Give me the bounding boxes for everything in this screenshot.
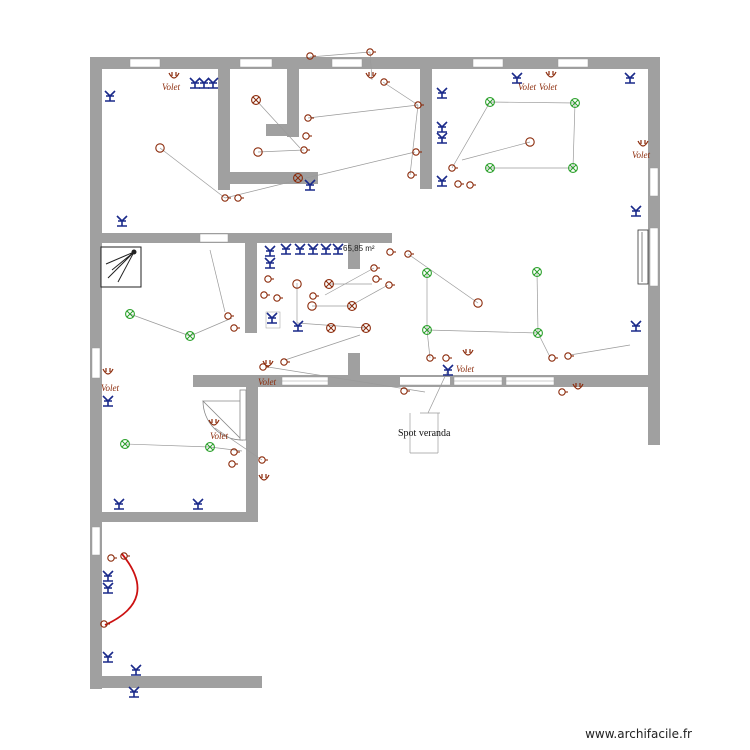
- outlet-icon: [302, 132, 312, 140]
- outlet-icon: [230, 324, 240, 332]
- outlet-icon: [262, 359, 274, 367]
- switch-icon: [624, 72, 636, 84]
- switch-icon: [292, 320, 304, 332]
- switch-icon: [192, 498, 204, 510]
- light-point-icon: [125, 309, 135, 319]
- outlet-icon: [372, 275, 382, 283]
- shower-icon: [100, 246, 142, 288]
- light-point-icon: [251, 95, 261, 105]
- archifacile-credit: www.archifacile.fr: [585, 727, 692, 741]
- outlets: [100, 48, 649, 628]
- lights: [120, 95, 580, 452]
- windows: [91, 58, 659, 556]
- outlet-icon: [404, 250, 414, 258]
- outlet-icon: [454, 180, 464, 188]
- outlet-icon: [380, 78, 390, 86]
- door-swing-arc: [104, 553, 139, 626]
- switch-icon: [307, 243, 319, 255]
- light-point-icon: [326, 323, 336, 333]
- volet-label: Volet: [210, 431, 228, 441]
- switch-icon: [128, 686, 140, 698]
- switch-icon: [436, 121, 448, 133]
- outlet-icon: [370, 264, 380, 272]
- walls: [90, 57, 660, 689]
- outlet-icon: [385, 281, 395, 289]
- outlet-icon: [230, 448, 240, 456]
- switch-icon: [102, 582, 114, 594]
- outlet-icon: [545, 70, 557, 78]
- outlet-icon: [258, 456, 268, 464]
- volet-label: Volet: [456, 364, 474, 374]
- switch-icon: [113, 498, 125, 510]
- outlet-icon: [558, 388, 568, 396]
- switch-icon: [207, 77, 219, 89]
- switch-icon: [264, 245, 276, 257]
- switch-icon: [264, 257, 276, 269]
- switch-icon: [102, 570, 114, 582]
- outlet-icon: [224, 312, 234, 320]
- volet-label: Volet: [162, 82, 180, 92]
- switch-icon: [332, 243, 344, 255]
- outlet-icon: [102, 367, 114, 375]
- switch-icon: [104, 90, 116, 102]
- volet-label: Volet: [632, 150, 650, 160]
- switch-icon: [280, 243, 292, 255]
- outlet-icon: [264, 275, 274, 283]
- switch-icon: [320, 243, 332, 255]
- outlet-icon: [386, 248, 396, 256]
- switch-icon: [630, 320, 642, 332]
- switch-icon: [436, 175, 448, 187]
- outlet-icon: [309, 292, 319, 300]
- outlet-icon: [168, 71, 180, 79]
- outlet-icon: [442, 354, 452, 362]
- outlet-icon: [462, 348, 474, 356]
- outlet-icon: [259, 363, 269, 371]
- outlet-icon: [637, 139, 649, 147]
- switch-icon: [189, 77, 201, 89]
- volet-label: Volet: [101, 383, 119, 393]
- switch-icon: [442, 364, 454, 376]
- labels: Volet Volet Volet Volet Volet Volet Vole…: [101, 82, 650, 441]
- wires: [124, 51, 631, 461]
- outlet-icon: [466, 181, 476, 189]
- outlet-icon: [548, 354, 558, 362]
- volet-label: Volet: [539, 82, 557, 92]
- doors: [202, 389, 247, 441]
- volet-label: Volet: [258, 377, 276, 387]
- switch-icon: [436, 132, 448, 144]
- outlet-icon: [107, 554, 117, 562]
- switch-icon: [102, 395, 114, 407]
- outlet-icon: [365, 71, 377, 79]
- switch-icon: [436, 87, 448, 99]
- outlet-icon: [273, 294, 283, 302]
- outlet-icon: [426, 354, 436, 362]
- outlet-icon: [258, 473, 270, 481]
- outlet-icon: [234, 194, 244, 202]
- switch-icon: [130, 664, 142, 676]
- area-label: 65,85 m²: [343, 244, 375, 253]
- switch-icon: [294, 243, 306, 255]
- outlet-icon: [260, 291, 270, 299]
- outlet-icon: [564, 352, 574, 360]
- volet-label: Volet: [518, 82, 536, 92]
- light-point-icon: [185, 331, 195, 341]
- switch-icon: [630, 205, 642, 217]
- outlet-icon: [407, 171, 417, 179]
- switch-icon: [102, 651, 114, 663]
- outlet-icon: [228, 460, 238, 468]
- spot-veranda-label: Spot veranda: [398, 428, 451, 439]
- switch-icon: [198, 77, 210, 89]
- switch-icon: [116, 215, 128, 227]
